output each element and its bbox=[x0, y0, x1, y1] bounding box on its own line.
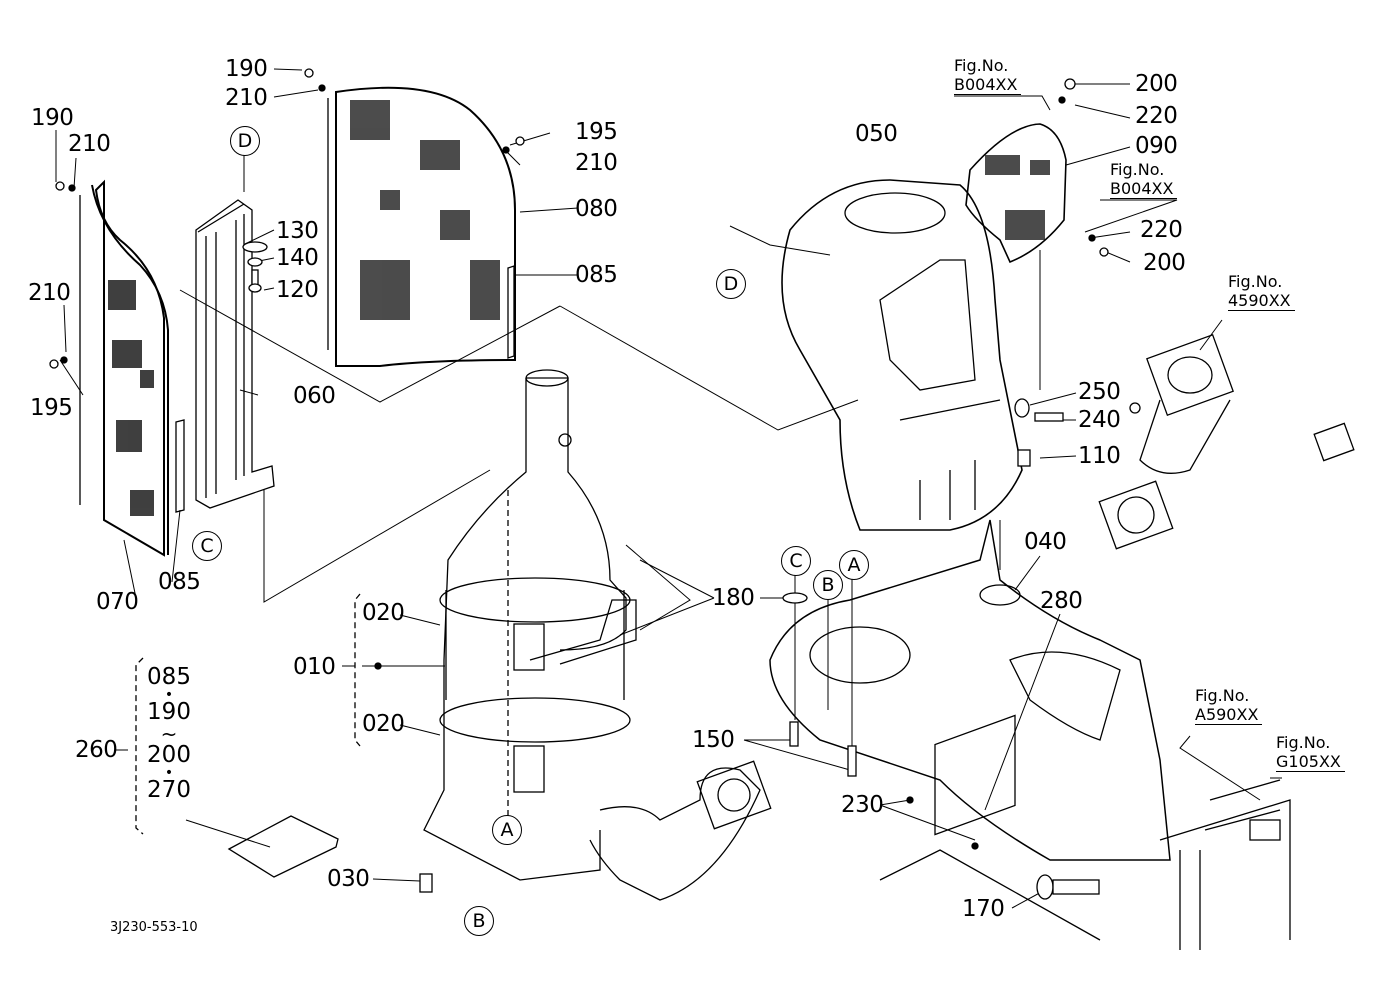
connection-marker-a: A bbox=[492, 815, 522, 845]
part-label: 170 bbox=[962, 896, 1005, 922]
part-label: 110 bbox=[1078, 443, 1121, 469]
part-label: 195 bbox=[575, 119, 618, 145]
part-label: 020 bbox=[362, 600, 405, 626]
elbow-pipe bbox=[1098, 334, 1355, 550]
figure-reference[interactable]: Fig.No. G105XX bbox=[1276, 733, 1345, 772]
part-label: 085 bbox=[575, 262, 618, 288]
part-label: 020 bbox=[362, 711, 405, 737]
kit-item: 085 bbox=[147, 664, 191, 690]
figure-reference[interactable]: Fig.No. 4590XX bbox=[1228, 272, 1295, 311]
kit-separator: ~ bbox=[160, 722, 178, 746]
part-label: 030 bbox=[327, 866, 370, 892]
part-label: 210 bbox=[68, 131, 111, 157]
kit-separator: • bbox=[164, 765, 174, 781]
bracket-lines bbox=[135, 490, 509, 835]
part-label: 190 bbox=[225, 56, 268, 82]
frame-g105 bbox=[879, 779, 1291, 950]
connection-marker-d: D bbox=[230, 126, 260, 156]
kit-260-contents: 085 • 190 ~ 200 • 270 bbox=[144, 666, 194, 802]
part-label: 210 bbox=[575, 150, 618, 176]
base-040 bbox=[769, 519, 1171, 861]
part-label: 280 bbox=[1040, 588, 1083, 614]
part-label: 085 bbox=[158, 569, 201, 595]
dpf-unit-010 bbox=[423, 369, 772, 901]
part-label: 190 bbox=[31, 105, 74, 131]
connection-marker-a: A bbox=[839, 550, 869, 580]
part-label: 010 bbox=[293, 654, 336, 680]
part-label: 080 bbox=[575, 196, 618, 222]
part-label: 130 bbox=[276, 218, 319, 244]
part-label: 250 bbox=[1078, 379, 1121, 405]
figure-reference[interactable]: Fig.No. B004XX bbox=[1110, 160, 1178, 199]
part-label: 200 bbox=[1143, 250, 1186, 276]
shield-080 bbox=[327, 86, 516, 367]
connection-marker-c: C bbox=[192, 531, 222, 561]
shield-070 bbox=[79, 179, 169, 557]
kit-separator: • bbox=[164, 687, 174, 703]
kit-item: 200 bbox=[147, 742, 191, 768]
part-label: 040 bbox=[1024, 529, 1067, 555]
part-label: 070 bbox=[96, 589, 139, 615]
part-label: 060 bbox=[293, 383, 336, 409]
part-label: 140 bbox=[276, 245, 319, 271]
part-label: 220 bbox=[1135, 103, 1178, 129]
figure-prefix: Fig.No. bbox=[1228, 272, 1283, 291]
part-label: 210 bbox=[28, 280, 71, 306]
figure-code: 4590XX bbox=[1228, 291, 1295, 311]
figure-reference[interactable]: Fig.No. B004XX bbox=[954, 56, 1022, 95]
part-label: 240 bbox=[1078, 407, 1121, 433]
strip-085-left bbox=[175, 419, 185, 513]
part-label: 210 bbox=[225, 85, 268, 111]
connection-marker-b: B bbox=[813, 570, 843, 600]
part-label: 090 bbox=[1135, 133, 1178, 159]
drawing-number: 3J230-553-10 bbox=[110, 920, 198, 935]
part-label: 260 bbox=[75, 737, 118, 763]
figure-code: B004XX bbox=[1110, 179, 1178, 199]
leader-lines bbox=[55, 68, 1282, 909]
figure-prefix: Fig.No. bbox=[1276, 733, 1331, 752]
part-label: 120 bbox=[276, 277, 319, 303]
figure-prefix: Fig.No. bbox=[1195, 686, 1250, 705]
part-label: 150 bbox=[692, 727, 735, 753]
part-label: 230 bbox=[841, 792, 884, 818]
part-label: 220 bbox=[1140, 217, 1183, 243]
cover-090 bbox=[965, 123, 1067, 264]
decal-270 bbox=[227, 815, 339, 878]
connection-marker-c: C bbox=[781, 546, 811, 576]
connection-marker-b: B bbox=[464, 906, 494, 936]
connection-marker-d: D bbox=[716, 269, 746, 299]
cover-050 bbox=[781, 179, 1023, 531]
fasteners bbox=[49, 68, 1141, 900]
figure-prefix: Fig.No. bbox=[954, 56, 1009, 75]
figure-reference[interactable]: Fig.No. A590XX bbox=[1195, 686, 1263, 725]
part-label: 195 bbox=[30, 395, 73, 421]
part-label: 200 bbox=[1135, 71, 1178, 97]
figure-prefix: Fig.No. bbox=[1110, 160, 1165, 179]
strip-085-right bbox=[507, 265, 515, 359]
part-label: 050 bbox=[855, 121, 898, 147]
figure-code: G105XX bbox=[1276, 752, 1345, 772]
part-label: 180 bbox=[712, 585, 755, 611]
figure-code: B004XX bbox=[954, 75, 1022, 95]
kit-item: 270 bbox=[147, 777, 191, 803]
figure-code: A590XX bbox=[1195, 705, 1263, 725]
bracket-060 bbox=[195, 199, 275, 509]
kit-item: 190 bbox=[147, 699, 191, 725]
